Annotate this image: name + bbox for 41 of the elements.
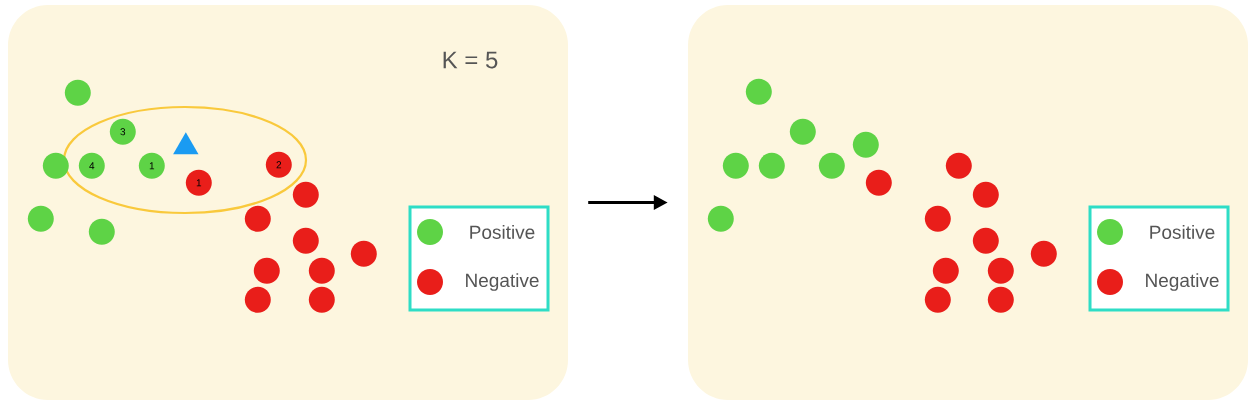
data-point — [865, 169, 892, 196]
data-point — [722, 152, 749, 179]
data-point — [932, 257, 959, 284]
data-point — [350, 240, 377, 267]
k-label: K = 5 — [443, 51, 498, 69]
query-triangle — [173, 132, 199, 155]
legend-label: Positive — [470, 225, 535, 239]
legend-label: Negative — [1146, 273, 1219, 291]
data-point — [758, 152, 785, 179]
numbered-point: 3 — [109, 118, 136, 145]
data-point — [972, 181, 999, 208]
data-point — [292, 227, 319, 254]
data-point — [707, 205, 734, 232]
data-point — [818, 152, 845, 179]
data-point — [64, 79, 91, 106]
legend-label: Positive — [1150, 225, 1215, 239]
legend-label: Negative — [466, 273, 539, 291]
numbered-point: 1 — [185, 169, 212, 196]
data-point — [945, 152, 972, 179]
data-point — [88, 218, 115, 245]
data-point — [852, 131, 879, 158]
data-point — [987, 257, 1014, 284]
data-point — [42, 152, 69, 179]
data-point — [924, 286, 951, 313]
data-point — [253, 257, 280, 284]
panel — [688, 5, 1248, 400]
numbered-point: 1 — [138, 152, 165, 179]
numbered-point: 4 — [78, 152, 105, 179]
data-point — [27, 205, 54, 232]
data-point — [1030, 240, 1057, 267]
data-point — [308, 286, 335, 313]
data-point — [308, 257, 335, 284]
data-point — [789, 118, 816, 145]
data-point — [745, 78, 772, 105]
data-point — [972, 227, 999, 254]
data-point — [244, 286, 271, 313]
data-point — [987, 286, 1014, 313]
data-point — [244, 205, 271, 232]
numbered-point: 2 — [265, 151, 292, 178]
data-point — [292, 181, 319, 208]
data-point — [924, 205, 951, 232]
